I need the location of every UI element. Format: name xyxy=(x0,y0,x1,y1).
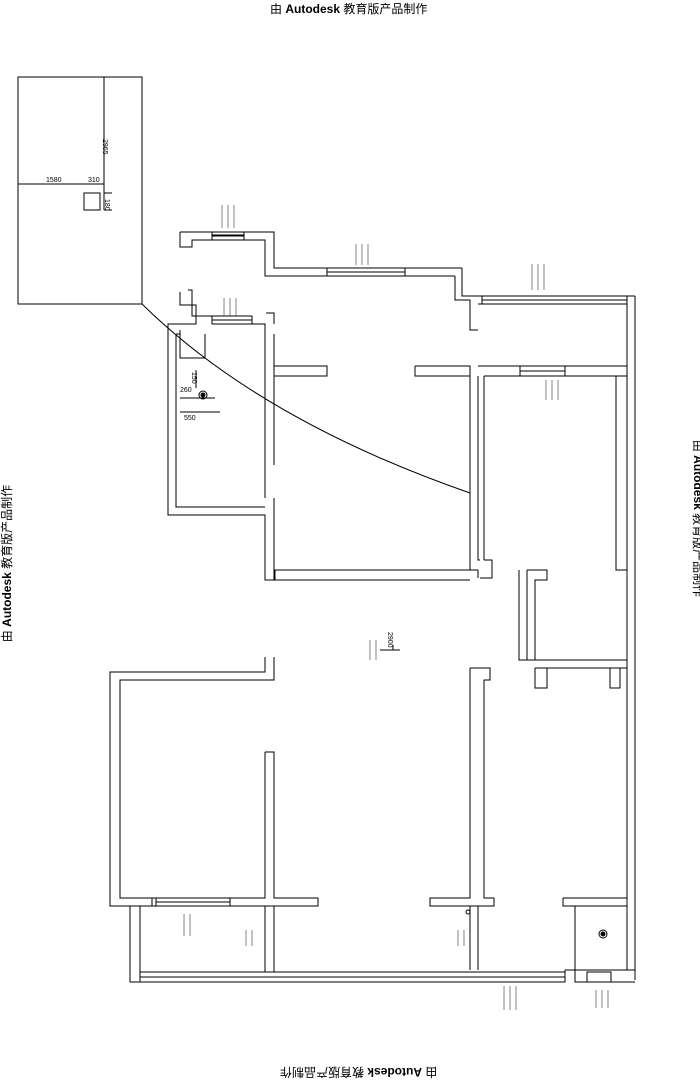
inset-frame xyxy=(17,76,143,305)
dim-260: 260 xyxy=(180,387,192,394)
window-annotations xyxy=(183,205,609,1010)
inset-box xyxy=(83,192,101,211)
inset-dim-horizontal: 1580 xyxy=(46,177,62,184)
dim-2900: 2900 xyxy=(386,632,393,648)
walls xyxy=(109,231,636,983)
watermark-top: 由 Autodesk 教育版产品制作 xyxy=(270,2,428,16)
dim-150: 150 xyxy=(190,372,197,384)
inset-dim-box: 180 xyxy=(103,199,110,211)
leader-arc xyxy=(141,303,471,494)
dim-550: 550 xyxy=(184,415,196,422)
inset-dim-small: 310 xyxy=(88,177,100,184)
fixtures xyxy=(179,334,628,971)
inset-dim-vertical: 2965 xyxy=(101,139,108,155)
windows xyxy=(139,231,628,983)
